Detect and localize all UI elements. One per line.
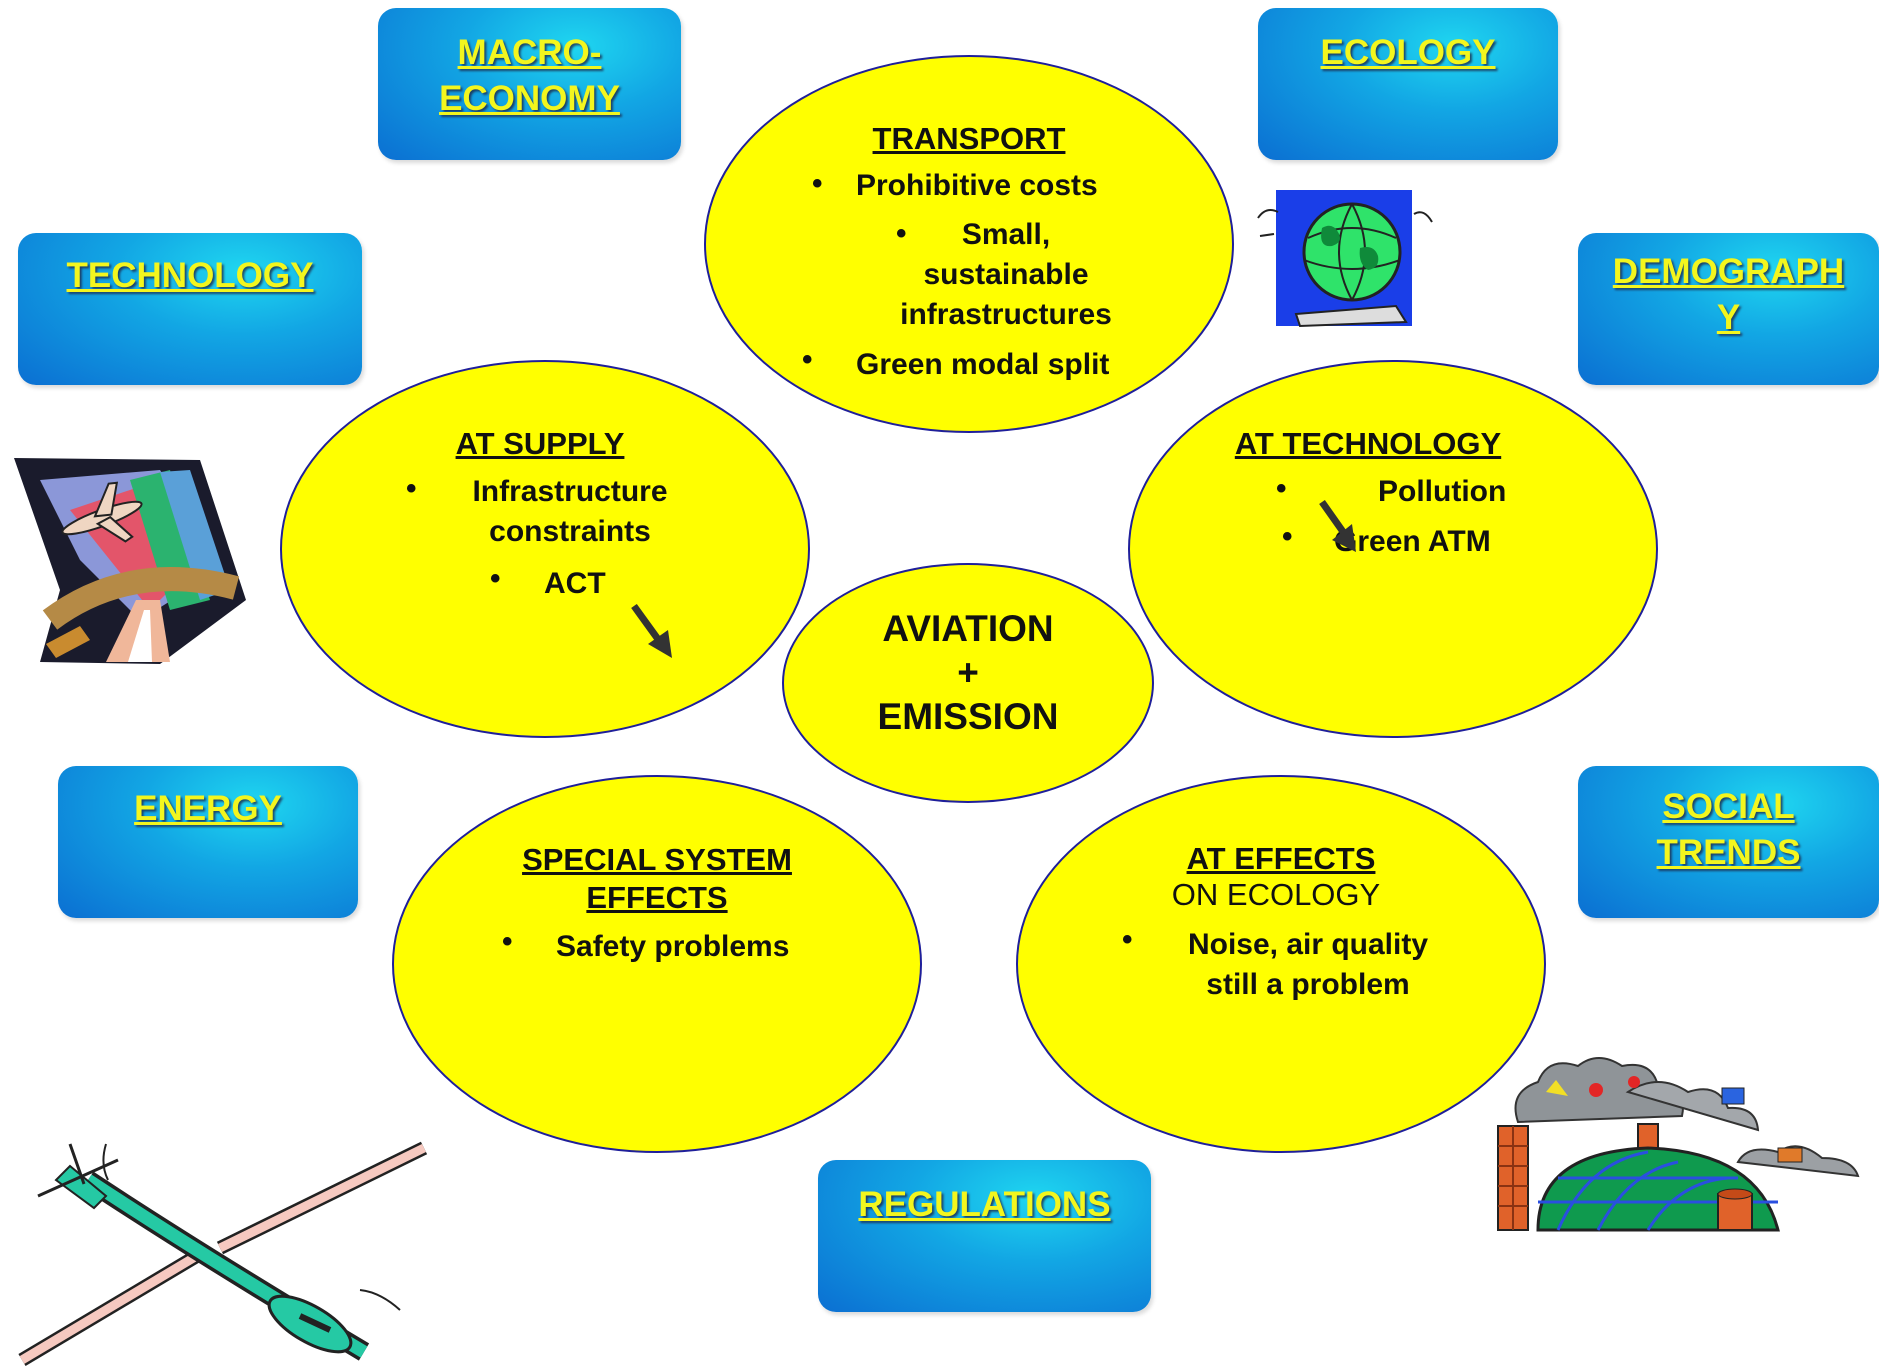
at-supply-title: AT SUPPLY [455,426,625,461]
down-right-arrow-icon [1319,499,1356,552]
factor-label-social-trends: SOCIAL TRENDS [1656,787,1801,872]
bullet-dot: • [490,562,501,595]
ellipse-at-effects: AT EFFECTS ON ECOLOGY • Noise, air quali… [1016,775,1546,1153]
transport-bullet-1: Prohibitive costs [856,169,1098,202]
globe-clipart-icon [1257,190,1433,328]
center-line-emission: EMISSION [877,696,1059,737]
center-line-plus: + [957,652,979,693]
ellipse-special-system-effects: SPECIAL SYSTEM EFFECTS • Safety problems [392,775,922,1153]
at-technology-title: AT TECHNOLOGY [1234,426,1502,461]
transport-bullet-3: Green modal split [856,348,1110,381]
special-system-effects-bullet-1: Safety problems [556,930,790,963]
center-line-aviation: AVIATION [882,608,1054,649]
bullet-dot: • [896,217,907,250]
factor-box-demography: DEMOGRAPH Y [1578,233,1879,385]
bullet-dot: • [812,167,823,200]
special-system-effects-title: SPECIAL SYSTEM EFFECTS [522,842,792,915]
factor-label-regulations: REGULATIONS [858,1185,1111,1224]
transport-title: TRANSPORT [872,121,1066,156]
factor-box-macroeconomy: MACRO- ECONOMY [378,8,681,160]
down-right-arrow-icon [631,603,672,658]
transport-bullet-2: Small, sustainable infrastructures [900,218,1112,331]
bullet-dot: • [1122,923,1133,956]
bullet-dot: • [1282,520,1293,553]
factor-label-macroeconomy: MACRO- ECONOMY [439,33,620,118]
ellipse-transport: TRANSPORT • Prohibitive costs • Small, s… [704,55,1234,433]
at-technology-bullet-2: Green ATM [1334,525,1491,558]
at-effects-title: AT EFFECTS [1186,841,1376,876]
bullet-dot: • [1276,472,1287,505]
factor-box-technology: TECHNOLOGY [18,233,362,385]
glider-clipart-icon [18,1141,428,1367]
factor-box-energy: ENERGY [58,766,358,918]
at-effects-bullet-1: Noise, air quality still a problem [1187,928,1429,1001]
ellipse-center-aviation-emission: AVIATION + EMISSION [782,563,1154,803]
at-supply-bullet-2: ACT [544,567,606,600]
factor-label-ecology: ECOLOGY [1320,33,1496,72]
bullet-dot: • [502,925,513,958]
at-effects-subtitle: ON ECOLOGY [1171,877,1381,912]
factor-box-social-trends: SOCIAL TRENDS [1578,766,1879,918]
at-supply-bullet-1: Infrastructure constraints [472,475,668,548]
factor-label-technology: TECHNOLOGY [66,256,314,295]
factor-box-ecology: ECOLOGY [1258,8,1558,160]
pollution-clipart-icon [1497,1057,1860,1232]
ellipse-at-technology: AT TECHNOLOGY • Pollution • Green ATM [1128,360,1658,738]
factor-box-regulations: REGULATIONS [818,1160,1151,1312]
ellipse-at-supply: AT SUPPLY • Infrastructure constraints •… [280,360,810,738]
factor-label-demography: DEMOGRAPH Y [1612,252,1845,337]
at-technology-bullet-1: Pollution [1378,475,1507,508]
airplane-highway-clipart-icon [14,458,246,664]
factor-label-energy: ENERGY [134,789,282,828]
bullet-dot: • [406,472,417,505]
bullet-dot: • [802,343,813,376]
